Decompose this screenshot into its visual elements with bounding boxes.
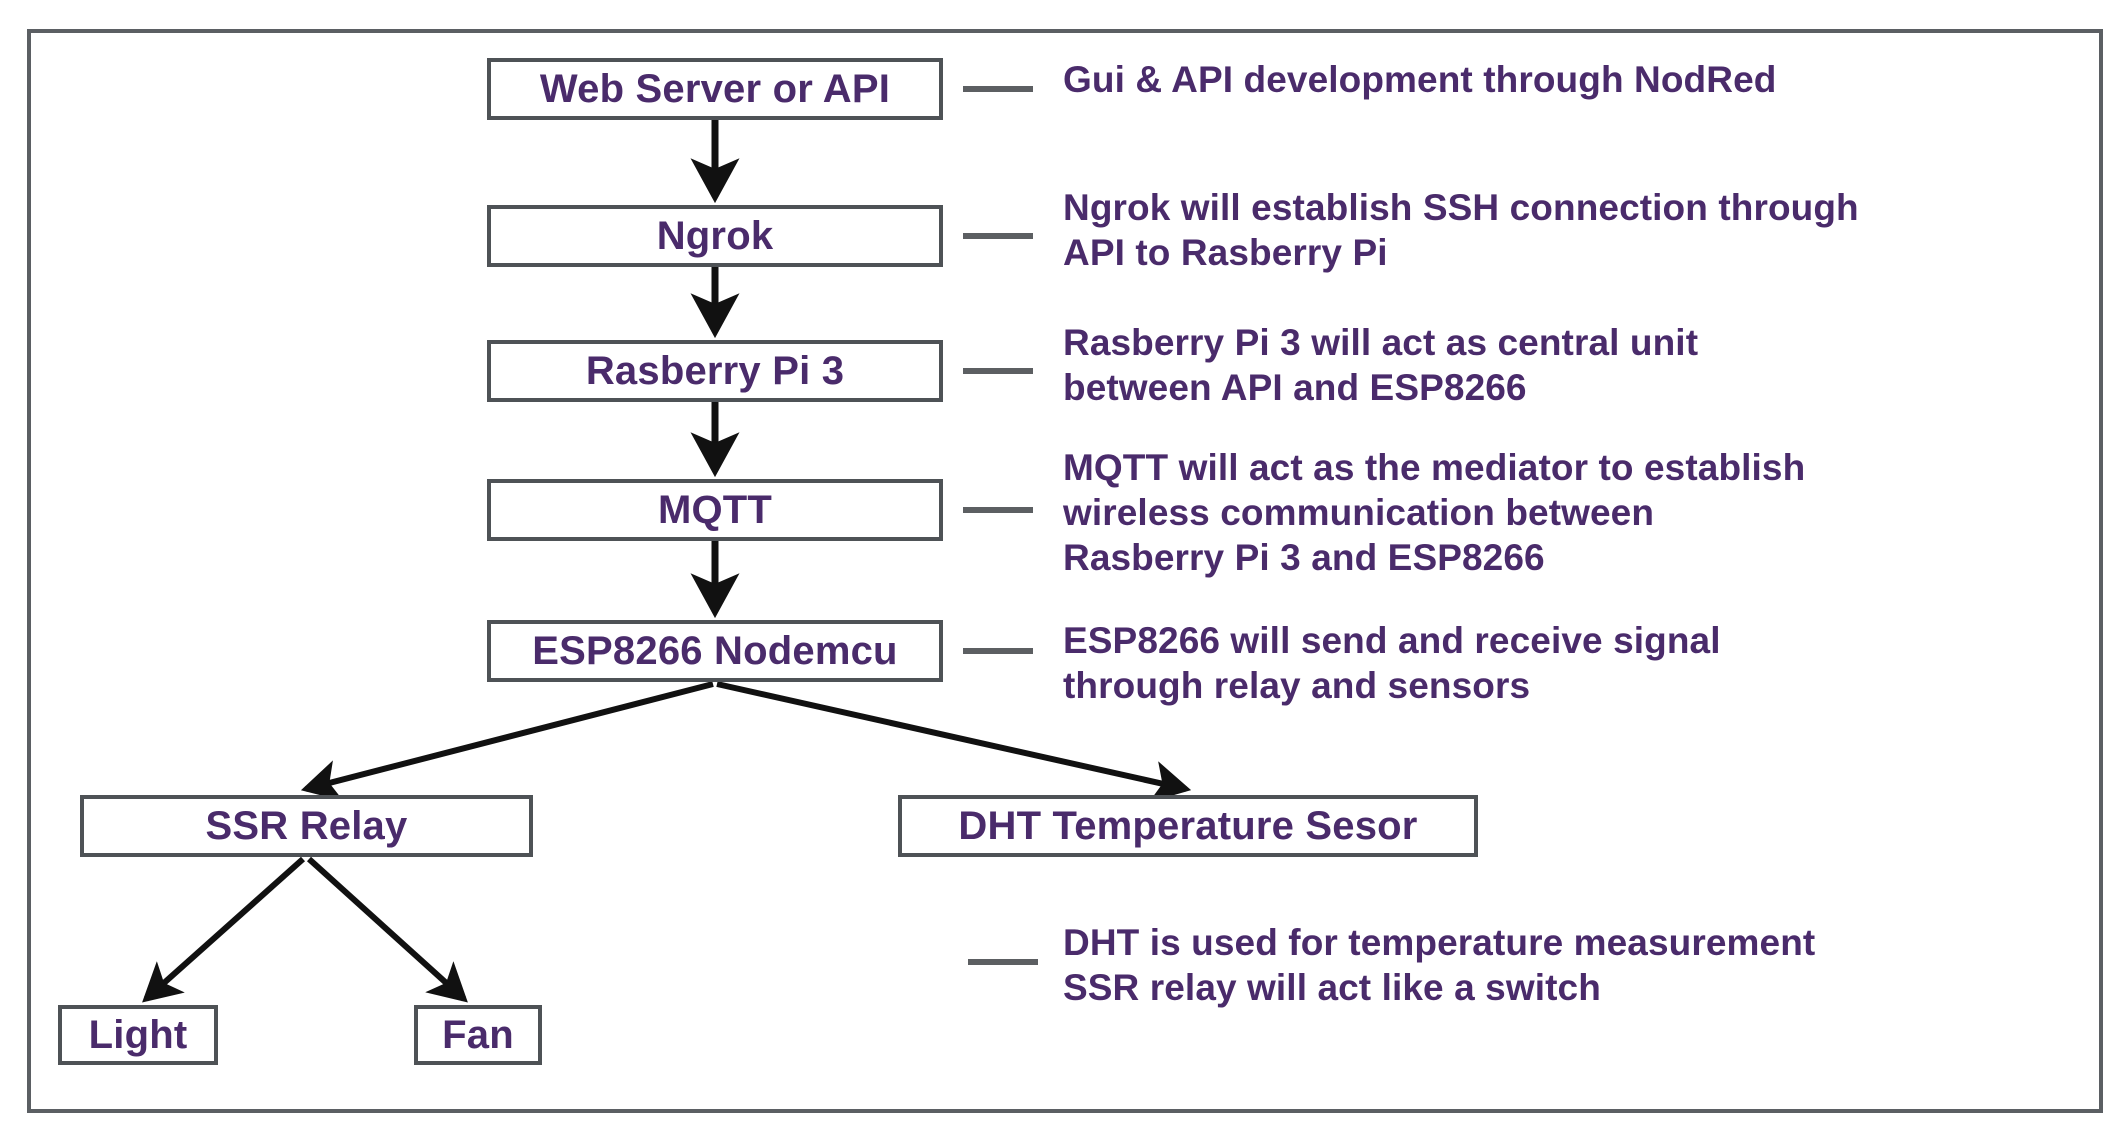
node-label: Web Server or API (539, 67, 891, 111)
node-ngrok[interactable]: Ngrok (487, 205, 943, 267)
node-esp8266-nodemcu[interactable]: ESP8266 Nodemcu (487, 620, 943, 682)
node-dht-temperature-sensor[interactable]: DHT Temperature Sesor (898, 795, 1478, 857)
annotation-mqtt: MQTT will act as the mediator to establi… (1063, 447, 1806, 579)
annotation-ngrok: Ngrok will establish SSH connection thro… (1063, 187, 1859, 274)
node-label: Rasberry Pi 3 (585, 349, 845, 393)
node-label: ESP8266 Nodemcu (532, 629, 898, 673)
node-label: Ngrok (656, 214, 774, 258)
node-ssr-relay[interactable]: SSR Relay (80, 795, 533, 857)
node-label: Light (88, 1013, 188, 1057)
node-label: MQTT (657, 488, 773, 532)
node-mqtt[interactable]: MQTT (487, 479, 943, 541)
node-rasberry-pi-3[interactable]: Rasberry Pi 3 (487, 340, 943, 402)
node-label: DHT Temperature Sesor (958, 804, 1418, 848)
node-label: Fan (442, 1013, 514, 1057)
annotation-dht-ssr: DHT is used for temperature measurement … (1063, 922, 1816, 1009)
node-label: SSR Relay (205, 804, 408, 848)
node-light[interactable]: Light (58, 1005, 218, 1065)
annotation-rasberry-pi: Rasberry Pi 3 will act as central unit b… (1063, 322, 1699, 409)
annotation-esp8266: ESP8266 will send and receive signal thr… (1063, 620, 1721, 707)
node-fan[interactable]: Fan (414, 1005, 542, 1065)
node-web-server-or-api[interactable]: Web Server or API (487, 58, 943, 120)
annotation-web-server: Gui & API development through NodRed (1063, 59, 1777, 100)
